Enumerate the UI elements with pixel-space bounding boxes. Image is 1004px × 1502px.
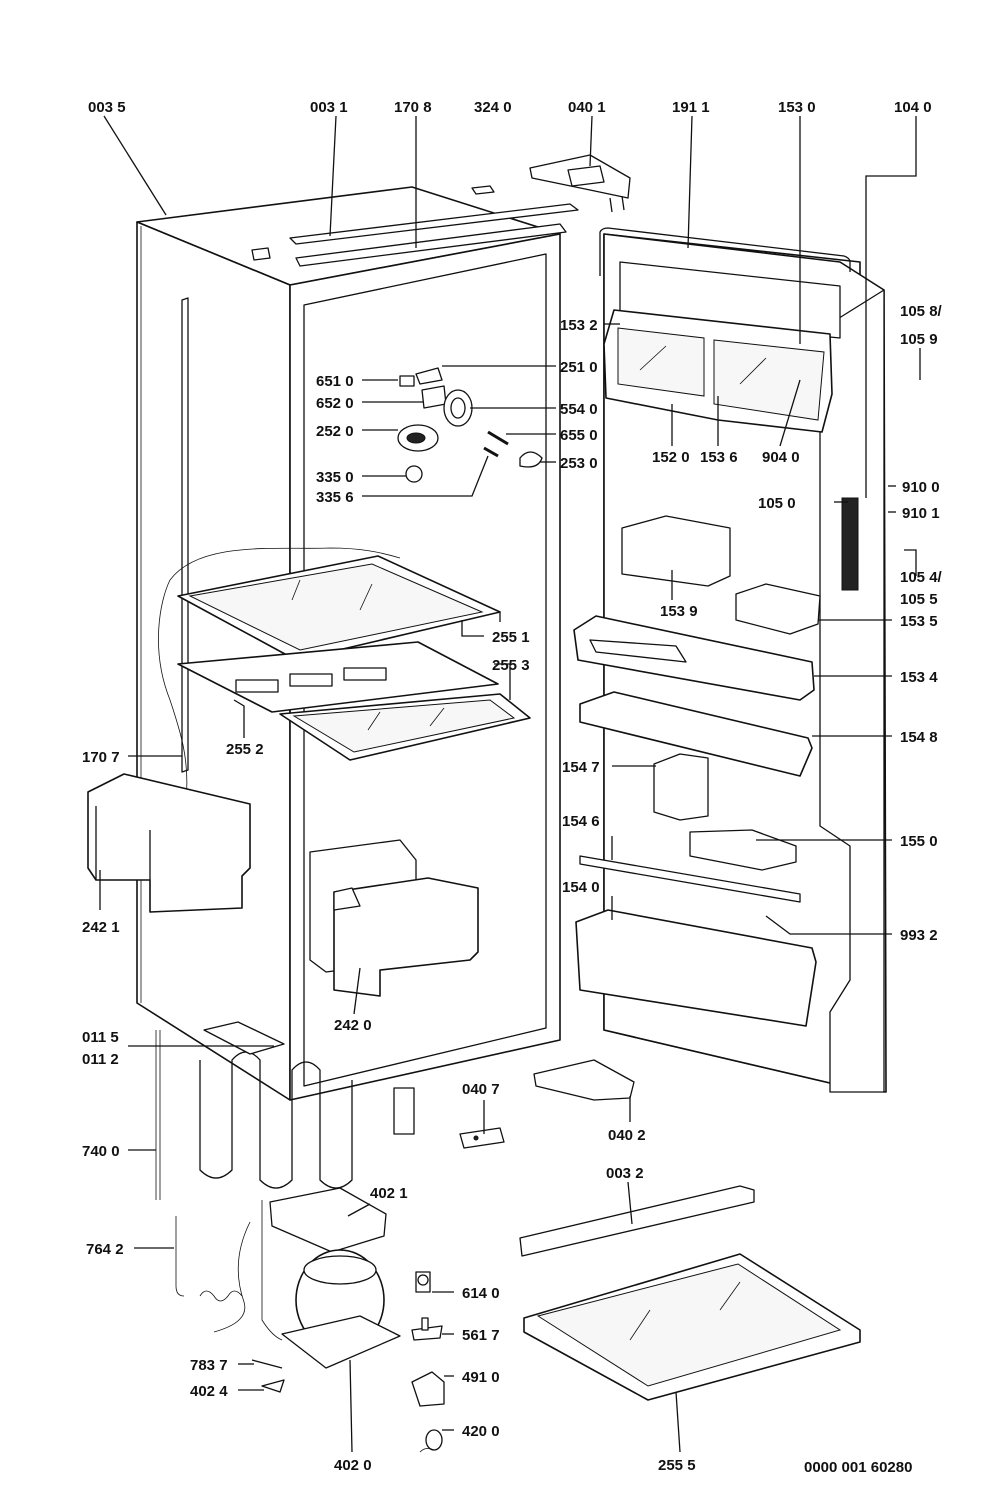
label-104-0: 104 0 [894,99,932,116]
upper-glass-shelf [177,555,501,670]
label-154-0: 154 0 [562,879,600,896]
label-561-7: 561 7 [462,1327,500,1344]
label-335-0: 335 0 [316,469,354,486]
label-105-0: 105 0 [758,495,796,512]
label-324-0: 324 0 [474,99,512,116]
label-255-1: 255 1 [492,629,530,646]
label-155-0: 155 0 [900,833,938,850]
label-153-2: 153 2 [560,317,598,334]
label-242-1: 242 1 [82,919,120,936]
side-strip-part [181,297,189,773]
label-040-2: 040 2 [608,1127,646,1144]
label-011-5: 011 5 [82,1029,119,1046]
label-170-8: 170 8 [394,99,432,116]
label-154-6: 154 6 [562,813,600,830]
label-255-5: 255 5 [658,1457,696,1474]
thermostat-assembly [397,367,543,483]
label-191-1: 191 1 [672,99,710,116]
label-253-0: 253 0 [560,455,598,472]
label-003-1: 003 1 [310,99,348,116]
label-170-7: 170 7 [82,749,120,766]
label-651-0: 651 0 [316,373,354,390]
label-040-7: 040 7 [462,1081,500,1098]
label-152-0: 152 0 [652,449,690,466]
label-402-1: 402 1 [370,1185,408,1202]
label-740-0: 740 0 [82,1143,120,1160]
label-040-1: 040 1 [568,99,606,116]
label-614-0: 614 0 [462,1285,500,1302]
label-554-0: 554 0 [560,401,598,418]
label-251-0: 251 0 [560,359,598,376]
crisper-drawer [309,839,479,997]
label-402-4: 402 4 [190,1383,228,1400]
label-764-2: 764 2 [86,1241,124,1258]
label-335-6: 335 6 [316,489,354,506]
label-993-2: 993 2 [900,927,938,944]
label-153-4: 153 4 [900,669,938,686]
dairy-compartment [603,261,841,433]
label-491-0: 491 0 [462,1369,500,1386]
label-105-9: 105 9 [900,331,938,348]
door-bins [573,515,821,1027]
label-655-0: 655 0 [560,427,598,444]
label-153-0: 153 0 [778,99,816,116]
label-011-2: 011 2 [82,1051,119,1068]
top-cover-strips [251,185,579,267]
label-153-6: 153 6 [700,449,738,466]
label-904-0: 904 0 [762,449,800,466]
label-910-0: 910 0 [902,479,940,496]
label-153-5: 153 5 [900,613,938,630]
condenser-coil [155,1030,353,1200]
label-105-5: 105 5 [900,591,938,608]
label-255-2: 255 2 [226,741,264,758]
label-420-0: 420 0 [462,1423,500,1440]
label-242-0: 242 0 [334,1017,372,1034]
label-652-0: 652 0 [316,395,354,412]
label-153-9: 153 9 [660,603,698,620]
drawing-number: 0000 001 60280 [804,1459,912,1476]
side-drawer [87,773,251,913]
part-number-labels: 003 5 003 1 170 8 324 0 040 1 191 1 153 … [82,99,943,1476]
label-154-7: 154 7 [562,759,600,776]
bottom-glass-shelf [519,1185,861,1401]
leader-lines [99,115,921,1453]
label-003-5: 003 5 [88,99,126,116]
label-003-2: 003 2 [606,1165,644,1182]
small-electrical-parts [251,1271,445,1453]
compressor-unit [175,1187,401,1369]
label-402-0: 402 0 [334,1457,372,1474]
label-154-8: 154 8 [900,729,938,746]
top-hinge-part [529,154,631,213]
label-252-0: 252 0 [316,423,354,440]
label-910-1: 910 1 [902,505,940,522]
label-105-8: 105 8/ [900,303,943,320]
label-105-4: 105 4/ [900,569,943,586]
label-255-3: 255 3 [492,657,530,674]
crisper-cover-shelf [177,641,531,761]
label-783-7: 783 7 [190,1357,228,1374]
